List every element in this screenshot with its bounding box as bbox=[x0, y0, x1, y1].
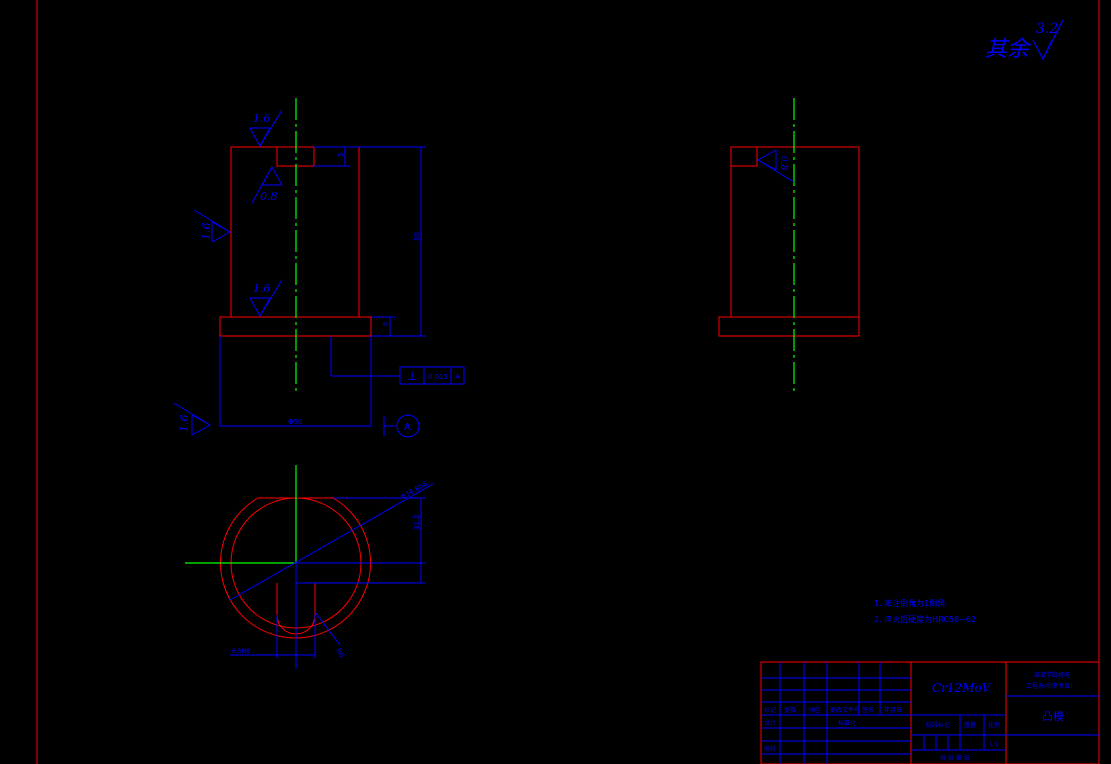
dim-slot-radius: R6 bbox=[334, 647, 346, 660]
dim-base-diameter: Φ50 bbox=[288, 418, 302, 426]
header-count: 处数 bbox=[784, 706, 796, 714]
roughness-top-mark: 1.6 bbox=[249, 109, 283, 148]
side-view-outline bbox=[718, 146, 860, 337]
title-block: Cr12MoV 某某学院机电 工程系(机制专业) 凸模 标记 处数 分区 更改文… bbox=[760, 661, 1100, 764]
note-2: 2. 淬火后硬度为HRC58~62 bbox=[874, 614, 976, 624]
header-date: 年月日 bbox=[884, 706, 902, 714]
standardization-label: 标准化 bbox=[838, 719, 856, 727]
roughness-base-value: 1.6 bbox=[178, 415, 191, 433]
dim-flange-thickness: 6 bbox=[382, 321, 390, 326]
front-view-base-outline bbox=[219, 336, 372, 426]
front-view: 5 30 6 Φ50 ⊥ 0.015 A A 1.6 bbox=[173, 98, 465, 438]
roughness-left-mark: 1.6 bbox=[193, 209, 232, 243]
stage-label: 阶段标记 bbox=[926, 721, 950, 729]
side-view: 0.8 bbox=[718, 98, 860, 392]
header-signature: 签名 bbox=[862, 706, 874, 714]
header-mark: 标记 bbox=[764, 706, 776, 714]
roughness-slot-mark: 0.8 bbox=[251, 165, 283, 204]
roughness-base-mark: 1.6 bbox=[173, 402, 212, 436]
header-zone: 分区 bbox=[808, 706, 820, 714]
front-view-dimension-lines bbox=[220, 146, 426, 436]
technical-notes: 1. 未注倒角为1倒角 2. 淬火后硬度为HRC58~62 bbox=[874, 598, 976, 624]
dim-flat-height: 31.2 bbox=[413, 514, 421, 530]
company-line-2: 工程系(机制专业) bbox=[1026, 682, 1073, 690]
tolerance-symbol: ⊥ bbox=[407, 369, 417, 383]
note-1: 1. 未注倒角为1倒角 bbox=[874, 598, 945, 608]
header-change-doc: 更改文件号 bbox=[830, 706, 860, 714]
roughness-left-value: 1.6 bbox=[200, 223, 213, 241]
weight-label: 重量 bbox=[964, 721, 976, 729]
roughness-slot-value: 0.8 bbox=[260, 190, 278, 203]
roughness-shoulder-mark: 1.6 bbox=[249, 279, 283, 318]
datum-label: A bbox=[404, 422, 411, 433]
tolerance-frame: ⊥ 0.015 A bbox=[399, 366, 465, 385]
material-label: Cr12MoV bbox=[932, 681, 992, 695]
roughness-shoulder-value: 1.6 bbox=[253, 282, 271, 295]
datum-marker: A bbox=[396, 414, 420, 438]
design-label: 设计 bbox=[764, 719, 776, 727]
dim-body-height: 30 bbox=[413, 232, 421, 241]
sheet-label: 共 张 第 张 bbox=[940, 754, 970, 762]
roughness-top-value: 1.6 bbox=[253, 112, 271, 125]
scale-value: 1:1 bbox=[989, 741, 999, 748]
company-line-1: 某某学院机电 bbox=[1034, 671, 1070, 679]
dim-slot-width: 6.5H8 bbox=[232, 648, 250, 655]
general-roughness-mark: 其余 3.2 bbox=[985, 19, 1064, 62]
review-label: 审核 bbox=[764, 745, 776, 753]
scale-label: 比例 bbox=[988, 721, 1000, 729]
dim-slot-depth: 5 bbox=[337, 153, 345, 157]
part-name: 凸模 bbox=[1042, 710, 1064, 723]
general-roughness-value: 3.2 bbox=[1036, 21, 1058, 37]
top-view: Φ36.8h6 31.2 6.5H8 R6 bbox=[185, 465, 434, 669]
general-roughness-label: 其余 bbox=[985, 37, 1032, 62]
roughness-side-slot-mark: 0.8 bbox=[756, 149, 795, 183]
drawing-frame bbox=[36, 0, 1100, 764]
roughness-side-slot-value: 0.8 bbox=[778, 156, 788, 171]
tolerance-datum: A bbox=[455, 373, 460, 381]
tolerance-value: 0.015 bbox=[428, 373, 448, 381]
top-view-centerlines bbox=[185, 465, 297, 564]
top-view-dimension-lines bbox=[229, 483, 434, 669]
